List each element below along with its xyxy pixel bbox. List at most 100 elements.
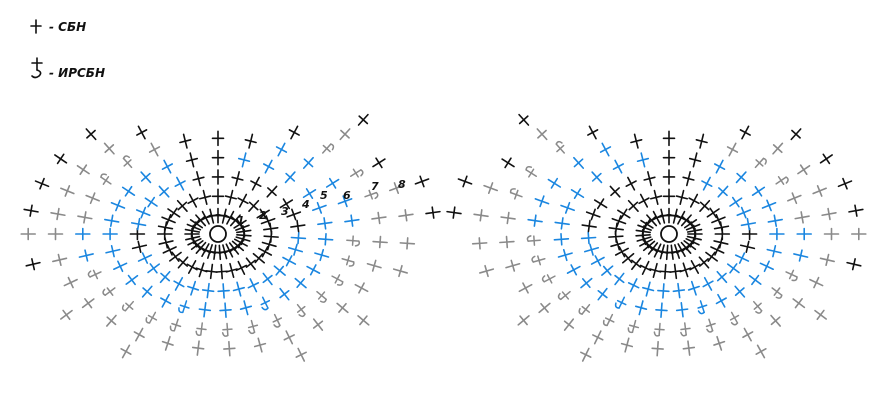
irsbn-stitch [316,290,327,303]
sbn-stitch [282,255,297,267]
sbn-stitch [713,221,730,234]
sbn-stitch [174,176,186,191]
sbn-stitch [729,196,743,208]
sbn-stitch [314,248,330,262]
sbn-stitch [741,227,758,241]
sbn-stitch [211,169,225,185]
irsbn-stitch [272,313,283,328]
sbn-stitch [536,128,548,141]
sbn-stitch [179,133,192,149]
sbn-stitch [819,253,835,267]
irsbn-stitch [296,303,306,318]
sbn-stitch [50,207,66,221]
sbn-stitch [702,276,714,291]
sbn-stitch [284,171,296,184]
sbn-stitch [617,208,631,220]
sbn-stitch [483,182,499,195]
legend-label-irsbn: - ИРСБН [49,66,105,80]
irsbn-stitch [705,318,716,333]
row-number: 2 [259,209,267,222]
sbn-stitch [266,185,278,198]
sbn-stitch [614,272,625,286]
sbn-stitch [286,208,302,221]
sbn-stitch [392,264,408,278]
irsbn-stitch [247,319,259,335]
row-number: 7 [371,180,379,193]
sbn-stitch [580,277,593,289]
sbn-stitch [769,227,785,241]
irsbn-stitch [653,322,665,337]
sbn-stitch [446,206,462,219]
sbn-stitch [675,189,689,205]
sbn-stitch [159,270,171,284]
sbn-stitch [60,185,75,197]
irsbn-stitch [349,168,364,178]
irsbn-stitch [775,176,789,185]
irsbn-stitch [541,274,556,284]
sbn-stitch [848,204,864,217]
sbn-stitch [675,302,689,318]
irsbn-stitch [341,255,355,267]
irsbn-stitch [697,300,708,315]
sbn-stitch [215,263,229,280]
sbn-stitch [198,302,212,318]
sbn-stitch [583,243,600,256]
sbn-stitch [262,272,273,286]
sbn-stitch [636,152,650,168]
sbn-stitch [627,199,639,212]
sbn-stitch [679,262,692,278]
sbn-stitch [688,152,702,168]
row-number: 8 [398,178,406,191]
sbn-stitch [176,199,188,212]
sbn-stitch [698,256,710,269]
sbn-stitch [158,185,170,198]
sbn-stitch [821,207,837,221]
irsbn-stitch [754,157,767,169]
sbn-stitch [736,206,752,219]
row-number: 6 [343,189,351,202]
sbn-stitch [130,217,147,231]
sbn-stitch [279,198,294,210]
sbn-stitch [819,153,833,165]
sbn-stitch [846,258,862,271]
sbn-stitch [734,285,746,298]
sbn-stitch [273,265,286,276]
sbn-stitch [219,302,232,318]
sbn-stitch [814,309,827,321]
sbn-stitch [34,177,50,190]
sbn-stitch [657,283,670,299]
sbn-stitch [634,300,648,316]
sbn-stitch [473,209,489,222]
sbn-stitch [275,142,288,157]
sbn-stitch [336,302,349,314]
sbn-stitch [625,176,637,191]
sbn-stitch [184,224,201,238]
sbn-stitch [649,189,663,205]
sbn-stitch [688,193,700,208]
sbn-stitch [622,252,635,264]
sbn-stitch [129,227,146,241]
sbn-stitch [187,193,199,208]
sbn-stitch [759,260,774,273]
sbn-stitch [161,335,174,351]
sbn-stitch [211,149,225,166]
irsbn-stitch [321,143,335,154]
sbn-stitch [611,215,627,228]
sbn-stitch [113,260,128,273]
sbn-stitch [643,171,656,187]
sbn-stitch [105,314,117,327]
sbn-stitch [812,185,827,197]
sbn-stitch [614,246,629,258]
sbn-stitch [740,217,757,231]
sbn-stitch [136,125,148,140]
sbn-stitch [231,171,244,187]
sbn-stitch [534,195,550,208]
sbn-stitch [553,233,570,246]
sbn-stitch [371,211,387,225]
sbn-stitch [500,211,516,225]
sbn-stitch [566,264,581,276]
sbn-stitch [133,327,145,342]
sbn-stitch [260,215,276,228]
sbn-stitch [609,185,621,198]
sbn-stitch [655,302,668,318]
